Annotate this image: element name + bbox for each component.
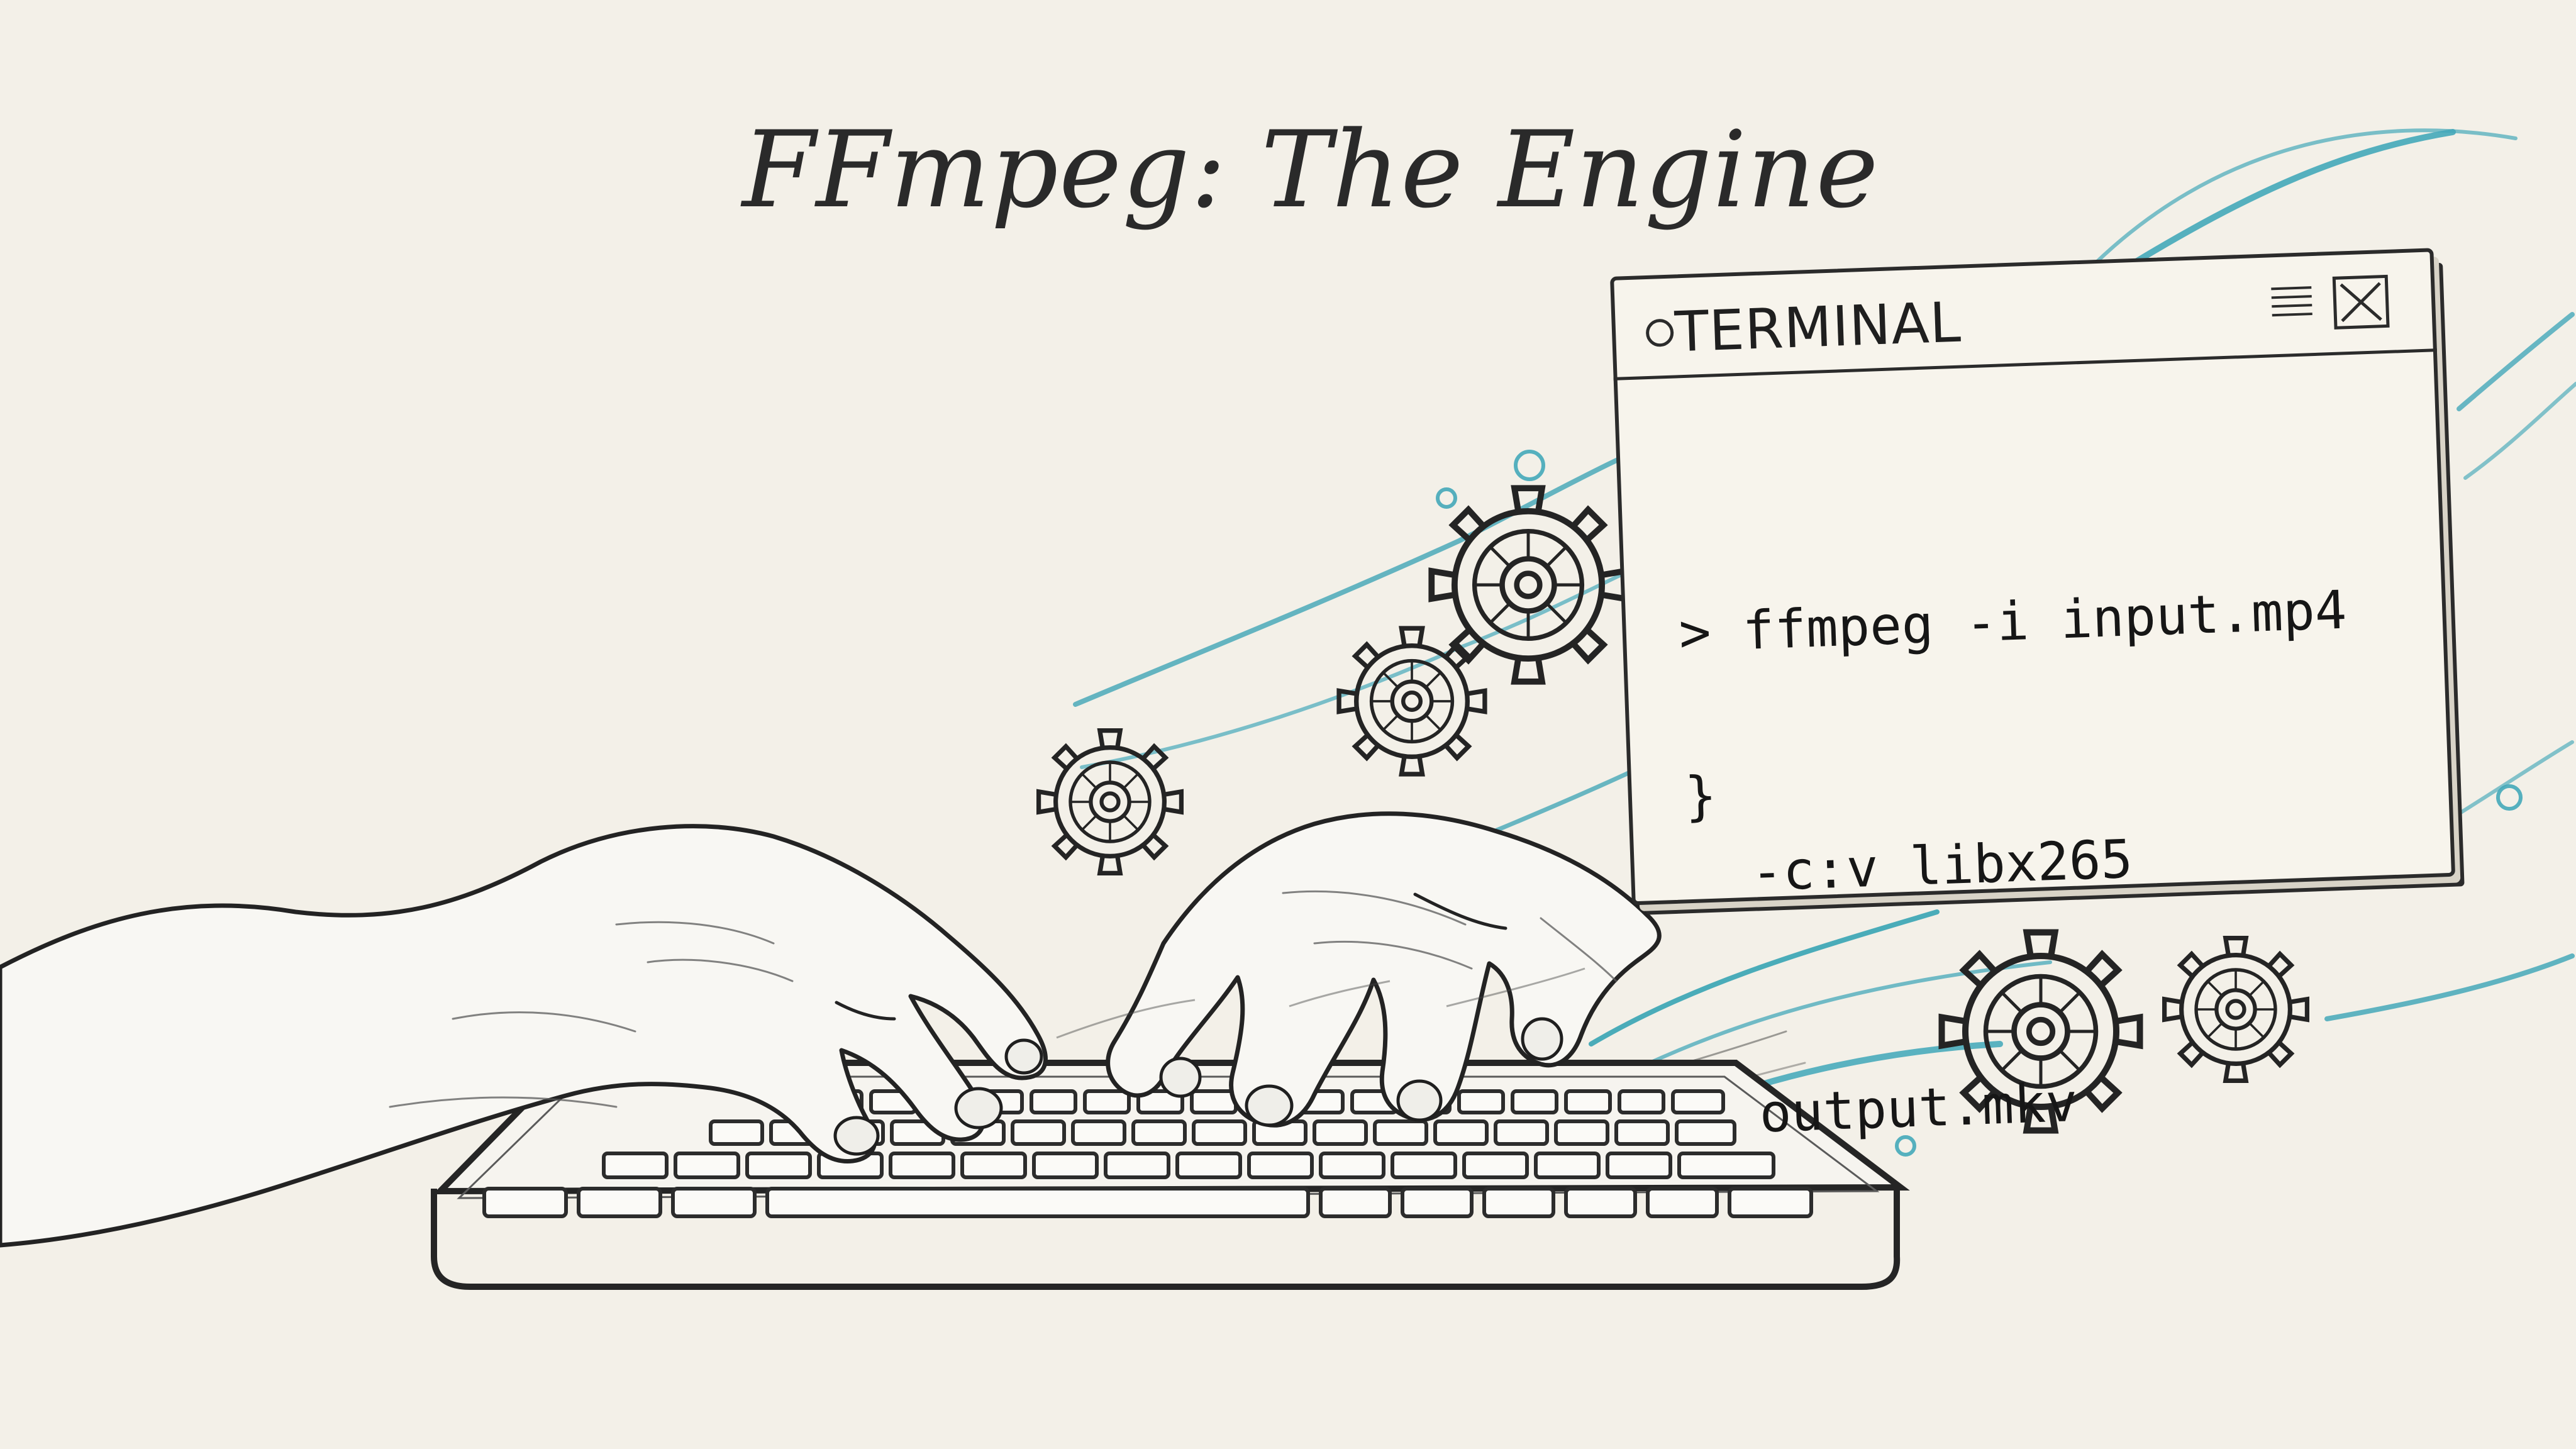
accent-bubbles <box>1436 450 2523 1157</box>
command-line-1: > ffmpeg -i input.mp4 <box>1678 579 2348 664</box>
closing-brace: } <box>1684 764 1718 828</box>
ink-shadows <box>1056 967 1585 1039</box>
typing-hands <box>0 811 1662 1248</box>
close-icon[interactable] <box>2332 274 2390 330</box>
terminal-titlebar: TERMINAL <box>1610 248 2437 380</box>
command-line-3: output.mkv <box>1694 1071 2079 1147</box>
page-title: FFmpeg: The Engine <box>742 108 1879 231</box>
status-dot-icon <box>1645 318 1674 348</box>
command-line-2: -c:v libx265 <box>1686 828 2134 906</box>
terminal-window: TERMINAL > ffmpeg -i input.mp4 -c:v libx… <box>1610 248 2456 1144</box>
menu-icon[interactable] <box>2268 282 2316 322</box>
terminal-command: > ffmpeg -i input.mp4 -c:v libx265 outpu… <box>1672 409 2371 1317</box>
terminal-title: TERMINAL <box>1674 289 1963 365</box>
